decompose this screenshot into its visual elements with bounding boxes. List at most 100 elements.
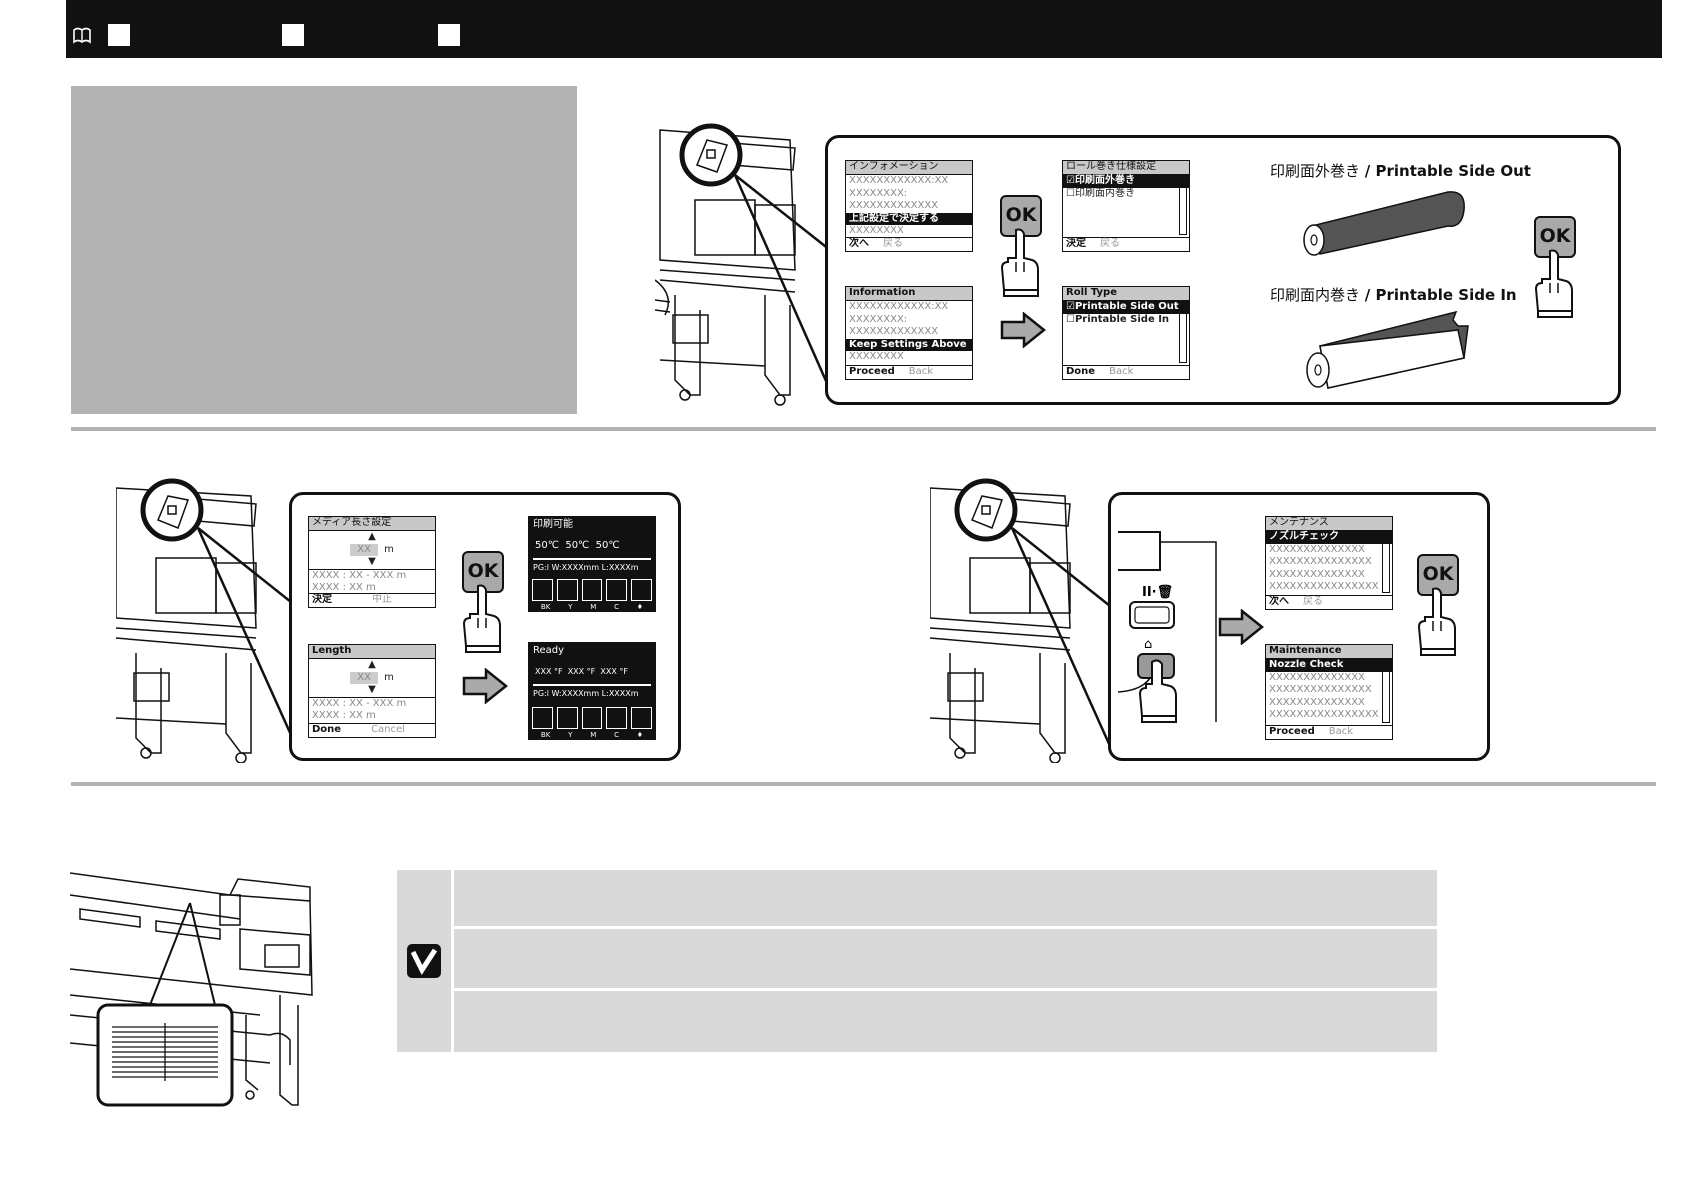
footer-back-label: Back (908, 366, 934, 377)
right-arrow-icon (1000, 312, 1046, 348)
ink-label: M (590, 603, 597, 611)
lcd-row: XXXXXXXXXXXXXX (1269, 696, 1365, 708)
ink-slot (631, 707, 652, 729)
footer-ok-label: Proceed (849, 366, 895, 377)
lcd-row: XXXX : XX m (312, 710, 376, 721)
lcd-row: XXXXXXXXXXXXX (849, 200, 939, 211)
footer-ok-label: Done (312, 724, 342, 735)
lcd-row: XXXXXXXXXXXXXX (1269, 543, 1365, 555)
lcd-row: XXXX : XX m (312, 582, 376, 593)
lcd-row: XXXXXXXX: (849, 187, 908, 199)
nozzle-check-pattern-illustration (70, 872, 313, 1107)
ink-label: ♦ (636, 603, 644, 611)
ink-label: M (590, 731, 597, 739)
ok-button[interactable]: OK (1000, 195, 1042, 237)
lcd-row-selected: 上記設定で決定する (846, 212, 972, 225)
temperature-row: 50℃ 50℃ 50℃ (529, 534, 655, 555)
note-row-2 (453, 929, 1437, 991)
ink-slot (556, 579, 578, 601)
progress-line (533, 684, 651, 686)
footer-back-label: Back (1328, 726, 1354, 737)
lcd-footer: 決定中止 (309, 593, 435, 607)
lcd-en-roll-type: Roll Type ☑Printable Side Out ☐Printable… (1062, 286, 1190, 380)
up-arrow-icon[interactable]: ▲ (368, 659, 376, 670)
ink-label: BK (540, 731, 551, 739)
ink-label: ♦ (636, 731, 644, 739)
right-arrow-icon (1218, 609, 1264, 645)
unit-label: m (384, 543, 394, 555)
footer-back-label: 戻る (883, 238, 903, 249)
lcd-title: Length (309, 645, 435, 659)
ink-labels: BK Y M C ♦ (532, 729, 652, 739)
lcd-scrollbar (1382, 533, 1390, 593)
lcd-jp-roll-type: ロール巻き仕様設定 ☑印刷面外巻き ☐印刷面内巻き 決定戻る (1062, 160, 1190, 252)
lcd-row: XXXXXXXXXXXXXX (1269, 568, 1365, 580)
footer-back-label: Cancel (371, 724, 405, 735)
lcd-title: 印刷可能 (533, 519, 573, 530)
lcd-row-selected: Nozzle Check (1266, 659, 1392, 672)
lcd-en-information: Information XXXXXXXXXXXX:XX XXXXXXXX: XX… (845, 286, 973, 380)
pointing-hand-icon (1000, 228, 1039, 297)
pointing-hand-icon (1534, 249, 1573, 318)
ink-labels: BK Y M C ♦ (532, 601, 652, 611)
pointing-hand-icon (1138, 659, 1177, 717)
ink-slot (581, 707, 603, 729)
control-panel-detail: II·🗑 ⌂ (1118, 531, 1217, 723)
footer-back-label: 戻る (1100, 238, 1120, 249)
up-arrow-icon[interactable]: ▲ (368, 531, 376, 542)
ink-label: C (614, 603, 619, 611)
footer-back-label: 中止 (372, 594, 392, 605)
lcd-row: XXXXXXXXXXXXXX (1269, 671, 1365, 683)
lcd-jp-information: インフォメーション XXXXXXXXXXXX:XX XXXXXXXX: XXXX… (845, 160, 973, 252)
pause-delete-icon: II·🗑 (1142, 584, 1173, 600)
lcd-scrollbar (1179, 303, 1187, 363)
ink-label: Y (568, 731, 573, 739)
temperature-value: XXX °F (535, 666, 563, 676)
caption-printable-side-out: 印刷面外巻き / Printable Side Out (1270, 160, 1531, 181)
section-divider (71, 782, 1656, 786)
ink-slot (532, 579, 553, 601)
lcd-title: Ready (533, 645, 565, 656)
book-icon (73, 27, 91, 44)
caption-en: / Printable Side Out (1364, 162, 1531, 180)
right-arrow-icon (462, 668, 508, 704)
lcd-footer: Proceed Back (846, 365, 972, 379)
maintenance-icon: ⌂ (1144, 637, 1152, 652)
ok-button[interactable]: OK (1534, 216, 1576, 258)
value-field[interactable]: XX (350, 543, 379, 556)
lcd-title: Roll Type (1063, 287, 1189, 301)
lcd-row: XXXXXXXXXXXX:XX (849, 301, 949, 312)
status-row: PG:l W:XXXXmm L:XXXXm (533, 689, 639, 698)
temperature-value: XXX °F (567, 666, 596, 676)
note-box (397, 870, 1437, 1052)
footer-ok-label: Proceed (1269, 726, 1315, 737)
roll-printable-side-in-illustration (1306, 310, 1469, 389)
ink-level-row (532, 707, 652, 729)
ink-slot (606, 707, 628, 729)
footer-ok-label: 次へ (1269, 596, 1289, 607)
ink-label: BK (540, 603, 551, 611)
lcd-title: インフォメーション (846, 161, 972, 175)
value-field[interactable]: XX (350, 671, 379, 684)
temperature-value: XXX °F (600, 666, 628, 676)
lcd-row: XXXX : XX - XXX m (309, 696, 435, 711)
lcd-row-selected: ノズルチェック (1266, 531, 1392, 544)
down-arrow-icon[interactable]: ▼ (368, 684, 376, 695)
status-row: PG:l W:XXXXmm L:XXXXm (533, 563, 639, 572)
lcd-footer: Proceed Back (1266, 725, 1392, 739)
caption-en: / Printable Side In (1364, 286, 1517, 304)
temperature-value: 50℃ (595, 539, 620, 551)
text-placeholder-block (71, 86, 577, 414)
down-arrow-icon[interactable]: ▼ (368, 556, 376, 567)
printer-illustration-3 (930, 478, 1110, 763)
progress-line (533, 558, 651, 560)
ink-slot (556, 707, 578, 729)
lcd-title: ロール巻き仕様設定 (1063, 161, 1189, 175)
check-note-icon (407, 944, 441, 978)
lcd-scrollbar (1179, 177, 1187, 235)
footer-ok-label: 決定 (1066, 238, 1086, 249)
temperature-row: XXX °F XXX °F XXX °F (529, 660, 655, 681)
